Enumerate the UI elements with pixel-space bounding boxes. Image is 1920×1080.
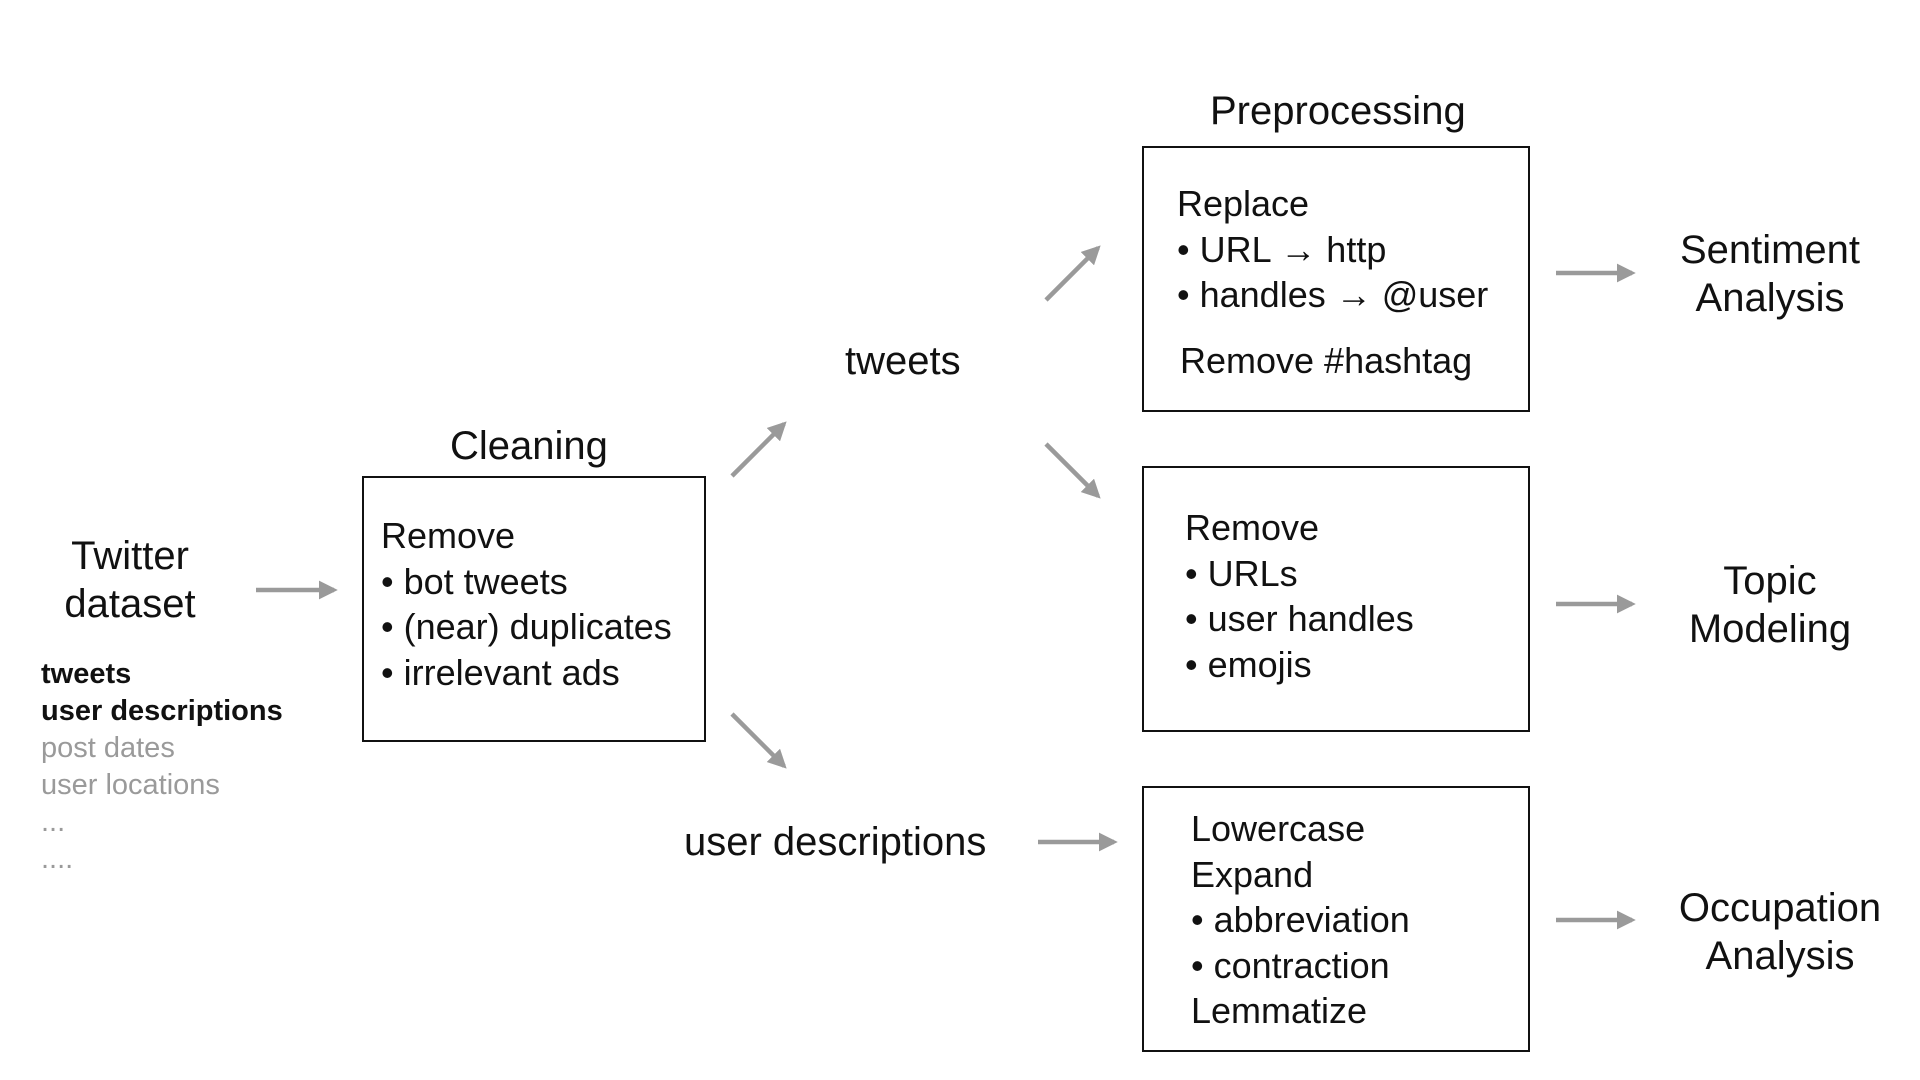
output-sentiment-analysis: Sentiment Analysis bbox=[1640, 226, 1900, 322]
cleaning-item-bot-tweets: bot tweets bbox=[381, 559, 672, 605]
occupation-preprocessing-list: Lowercase Expand abbreviation contractio… bbox=[1191, 806, 1410, 1034]
arrow-tweets-to-sentiment-preprocessing bbox=[1044, 245, 1101, 302]
preprocessing-title: Preprocessing bbox=[1210, 89, 1466, 133]
sentiment-heading-replace: Replace bbox=[1177, 183, 1310, 224]
dataset-title-line2: dataset bbox=[64, 582, 196, 626]
cleaning-title: Cleaning bbox=[450, 424, 608, 468]
topic-item-user-handles: user handles bbox=[1185, 596, 1414, 642]
topic-heading-remove: Remove bbox=[1185, 507, 1320, 548]
output-occupation-line2: Analysis bbox=[1705, 934, 1855, 978]
occupation-preprocessing-box: Lowercase Expand abbreviation contractio… bbox=[1142, 786, 1530, 1052]
cleaning-heading: Remove bbox=[381, 515, 516, 556]
sentiment-preprocessing-list: Replace URL → http handles → @user bbox=[1177, 181, 1488, 318]
output-sentiment-line2: Analysis bbox=[1695, 276, 1845, 320]
sentiment-footer-remove-hashtag: Remove #hashtag bbox=[1180, 340, 1473, 381]
dataset-field-user-descriptions: user descriptions bbox=[41, 695, 283, 727]
sentiment-preprocessing-box: Replace URL → http handles → @user Remov… bbox=[1142, 146, 1530, 412]
occupation-heading-lowercase: Lowercase bbox=[1191, 808, 1366, 849]
dataset-field-list: tweets user descriptions post dates user… bbox=[41, 656, 283, 878]
branch-label-tweets: tweets bbox=[845, 339, 961, 383]
sentiment-item-handles: handles → @user bbox=[1177, 272, 1489, 318]
sentiment-item-url: URL → http bbox=[1177, 227, 1488, 273]
output-topic-modeling: Topic Modeling bbox=[1640, 557, 1900, 653]
dataset-field-ellipsis-2: .... bbox=[41, 843, 74, 875]
arrow-tweets-to-topic-preprocessing bbox=[1044, 442, 1101, 499]
output-sentiment-line1: Sentiment bbox=[1679, 228, 1861, 272]
dataset-field-ellipsis-1: ... bbox=[41, 806, 66, 838]
arrow-cleaning-to-user-descriptions bbox=[730, 712, 787, 769]
occupation-item-abbreviation: abbreviation bbox=[1191, 897, 1410, 943]
cleaning-item-duplicates: (near) duplicates bbox=[381, 604, 672, 650]
topic-preprocessing-list: Remove URLs user handles emojis bbox=[1185, 505, 1414, 687]
topic-preprocessing-box: Remove URLs user handles emojis bbox=[1142, 466, 1530, 732]
branch-label-user-descriptions: user descriptions bbox=[684, 820, 987, 864]
dataset-field-user-locations: user locations bbox=[41, 769, 220, 801]
output-occupation-analysis: Occupation Analysis bbox=[1650, 884, 1910, 980]
dataset-field-post-dates: post dates bbox=[41, 732, 175, 764]
output-topic-line2: Modeling bbox=[1688, 607, 1852, 651]
occupation-heading-expand: Expand bbox=[1191, 853, 1314, 895]
topic-item-urls: URLs bbox=[1185, 551, 1414, 597]
occupation-footer-lemmatize: Lemmatize bbox=[1191, 990, 1368, 1031]
dataset-field-tweets: tweets bbox=[41, 658, 132, 690]
cleaning-item-irrelevant-ads: irrelevant ads bbox=[381, 650, 672, 696]
dataset-title: Twitter dataset bbox=[40, 532, 220, 628]
occupation-item-contraction: contraction bbox=[1191, 943, 1410, 989]
dataset-title-line1: Twitter bbox=[71, 534, 189, 578]
cleaning-box: Remove bot tweets (near) duplicates irre… bbox=[362, 476, 706, 742]
output-topic-line1: Topic bbox=[1723, 559, 1817, 603]
arrow-cleaning-to-tweets bbox=[730, 421, 787, 478]
output-occupation-line1: Occupation bbox=[1678, 886, 1882, 930]
topic-item-emojis: emojis bbox=[1185, 642, 1414, 688]
cleaning-list: Remove bot tweets (near) duplicates irre… bbox=[381, 513, 672, 695]
